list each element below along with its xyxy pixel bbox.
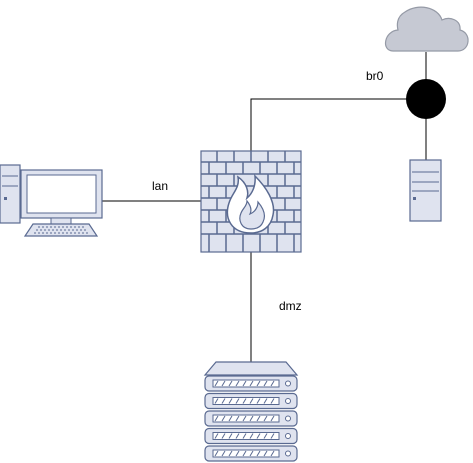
desktop-computer-icon — [0, 164, 103, 237]
br0-link — [250, 98, 426, 151]
rack-unit — [204, 445, 298, 462]
tower-server-icon — [409, 159, 442, 222]
rack-unit — [204, 427, 298, 445]
rack-unit — [204, 410, 298, 427]
rack-unit — [204, 392, 298, 410]
dmz-label: dmz — [279, 299, 302, 313]
firewall-icon — [200, 150, 302, 253]
rack-server-icon — [203, 361, 299, 462]
br0-label: br0 — [366, 69, 384, 83]
bridge-junction — [406, 79, 446, 119]
rack-unit — [204, 375, 298, 392]
lan-label: lan — [152, 179, 168, 193]
cloud-icon — [385, 6, 469, 52]
